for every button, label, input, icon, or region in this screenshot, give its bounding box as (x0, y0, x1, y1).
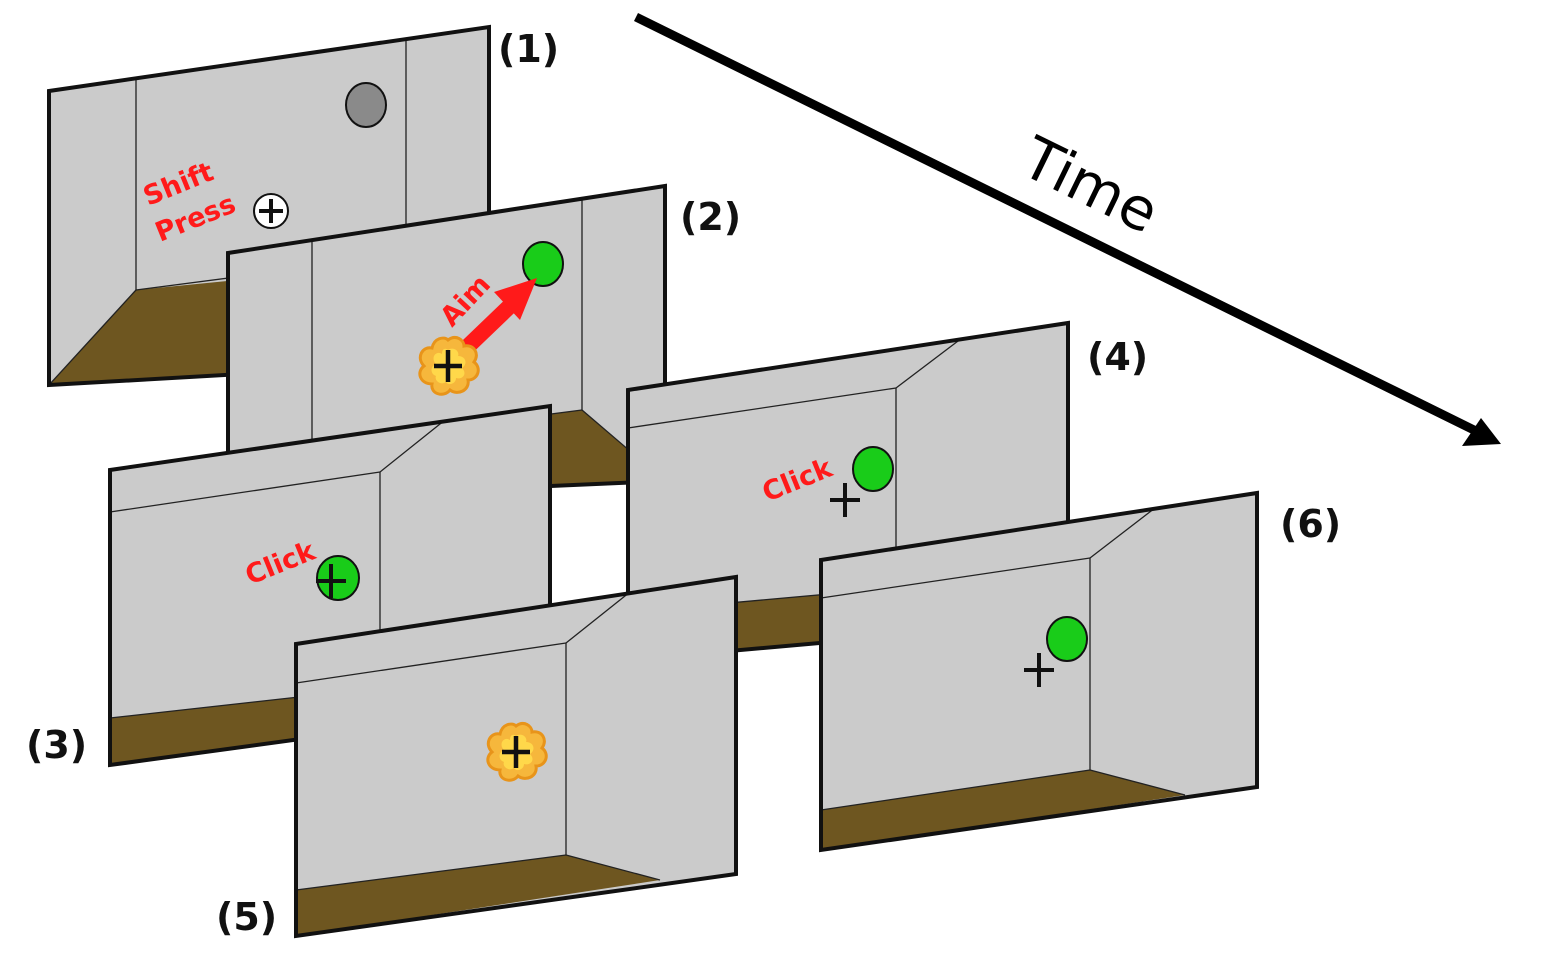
circled-crosshair-icon (253, 193, 289, 229)
panel-5: (5) (216, 574, 738, 939)
panel-label-3: (3) (26, 723, 87, 767)
panel-label-2: (2) (680, 195, 741, 239)
explosion-icon (486, 722, 548, 782)
target-green (522, 241, 564, 287)
crosshair-icon (830, 483, 860, 517)
crosshair-icon (1024, 653, 1054, 687)
panel-6: (6) (819, 490, 1341, 853)
panel-label-6: (6) (1280, 502, 1341, 546)
panel-label-5: (5) (216, 895, 277, 939)
target-gray (345, 82, 387, 128)
target-green (316, 555, 360, 601)
target-green (852, 446, 894, 492)
panel-label-1: (1) (498, 27, 559, 71)
time-label: Time (1011, 123, 1169, 247)
aim-arrow (456, 278, 537, 358)
explosion-icon (418, 336, 480, 396)
target-green (1046, 616, 1088, 662)
panel-label-4: (4) (1087, 335, 1148, 379)
crosshair-icon (316, 564, 346, 598)
